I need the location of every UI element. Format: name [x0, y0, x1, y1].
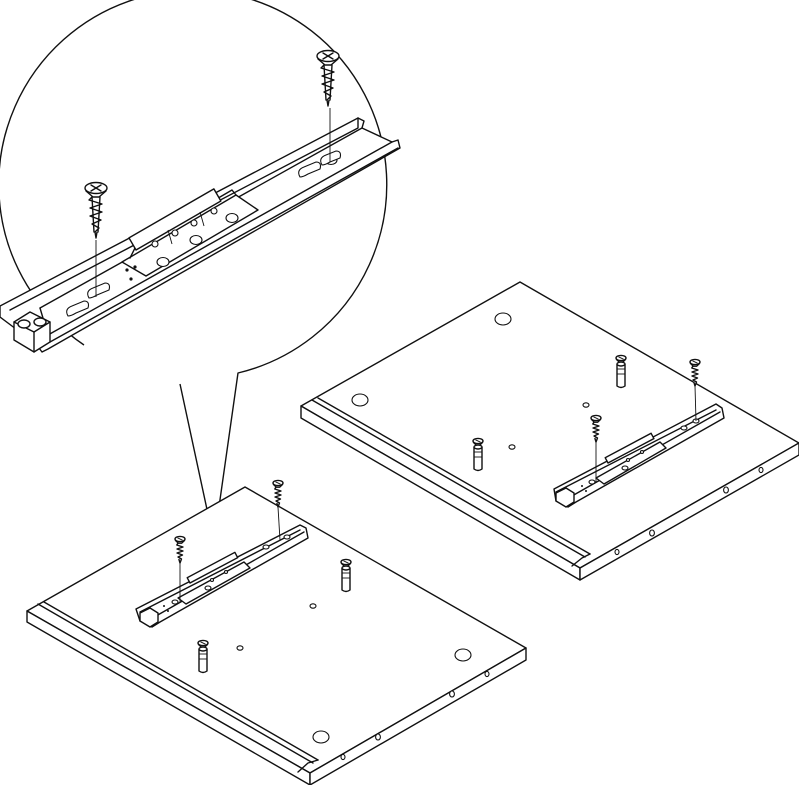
magnified-drawer-slide — [0, 49, 401, 353]
callout-bubble — [0, 0, 388, 543]
dowel-icon — [473, 444, 483, 472]
dowel-icon — [341, 565, 351, 593]
dowel-icon — [616, 361, 626, 389]
screw-icon — [272, 479, 284, 508]
dowel-icon — [198, 646, 208, 674]
front-left-panel — [26, 479, 527, 785]
drawer-slide-rail — [135, 524, 309, 628]
drawer-slide-rail — [553, 403, 725, 508]
back-right-panel — [300, 281, 799, 581]
